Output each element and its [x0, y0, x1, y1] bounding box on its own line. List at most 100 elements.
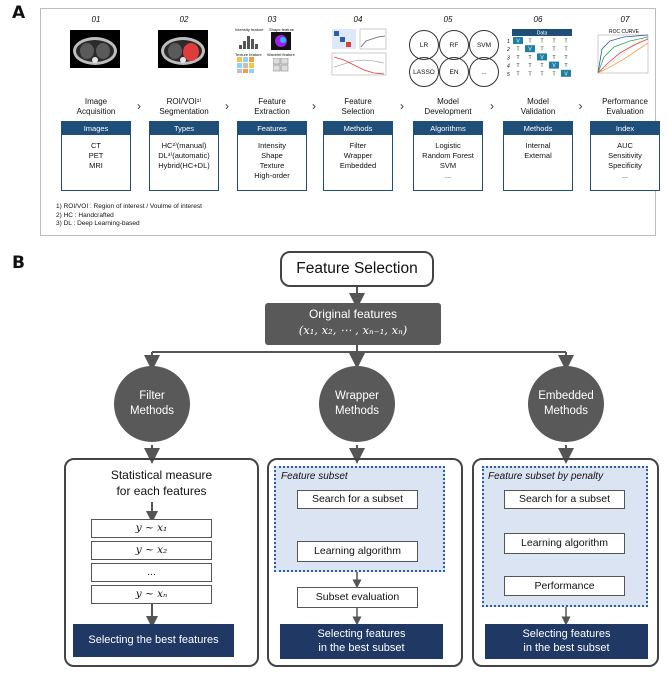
step-title-line: Feature: [258, 97, 286, 106]
validation-cell: [561, 61, 571, 69]
wrapper-methods-line1: Wrapper: [335, 390, 379, 402]
validation-cell: [513, 37, 523, 44]
validation-cell-text: T: [564, 47, 567, 53]
step-category-item: ...: [444, 171, 452, 180]
step-category-item: ...: [621, 171, 629, 180]
validation-row-label: 2: [506, 47, 510, 53]
validation-row-label: 4: [507, 64, 510, 70]
validation-cell: [537, 53, 547, 61]
panel-a-letter: A: [12, 3, 26, 23]
validation-cell-text: T: [540, 47, 543, 53]
step-number: 01: [91, 15, 101, 24]
wrapper-search-box: Search for a subset: [297, 490, 418, 509]
validation-cell: [513, 53, 523, 61]
validation-cell-text: V: [552, 63, 556, 69]
validation-cell: [549, 45, 559, 53]
step-category-header: Features: [238, 122, 306, 135]
footnote-2: 2) HC : Handcrafted: [56, 211, 114, 219]
texture-feature-label: Texture feature: [235, 52, 262, 57]
step-number: 02: [179, 15, 189, 24]
validation-cell-text: T: [564, 55, 567, 61]
step-title-line: Evaluation: [606, 107, 644, 116]
filter-heading: Statistical measure for each features: [64, 467, 259, 499]
validation-cell: [549, 53, 559, 61]
step-category-item: Shape: [261, 151, 283, 160]
wrapper-subset-label: Feature subset: [281, 471, 348, 482]
step-category-item: Specificity: [608, 161, 642, 170]
step-title-line: Model: [437, 97, 459, 106]
validation-cell-text: T: [540, 39, 543, 45]
filter-row: ...: [91, 563, 212, 582]
wrapper-result: Selecting features in the best subset: [280, 624, 443, 659]
validation-cell: [537, 37, 547, 44]
histogram-icon: [239, 36, 258, 49]
shape-feature-label: Shape feature: [269, 27, 295, 32]
filter-heading-line2: for each features: [116, 484, 207, 498]
validation-cell-text: T: [540, 71, 543, 77]
step-category-header: Images: [62, 122, 130, 135]
filter-row: y ~ x₂: [91, 541, 212, 560]
validation-cell-text: T: [516, 71, 519, 77]
step-title-line: Feature: [344, 97, 372, 106]
shape-3d-icon: [271, 32, 291, 50]
validation-cell-text: T: [516, 55, 519, 61]
step-title: ROI/VOI¹⁾Segmentation: [144, 97, 224, 117]
wavelet-icon: [273, 58, 289, 72]
step-title-line: Performance: [602, 97, 648, 106]
step-category-item: CT: [91, 141, 101, 150]
validation-cell: [525, 53, 535, 61]
validation-cell: [525, 61, 535, 69]
step-title-line: Extraction: [254, 107, 290, 116]
step-category-item: DL³⁾(automatic): [158, 151, 210, 160]
wrapper-result-line1: Selecting features: [317, 628, 406, 640]
validation-cell-text: T: [516, 63, 519, 69]
validation-cell: [513, 61, 523, 69]
chevron-right-icon: ›: [137, 99, 141, 113]
step-category-item: HC²⁾(manual): [161, 141, 207, 150]
algorithm-circle: ...: [469, 57, 499, 87]
embedded-search-box: Search for a subset: [504, 490, 625, 509]
embedded-performance-box: Performance: [504, 576, 625, 596]
step-category-item: Embedded: [339, 161, 377, 170]
feature-extraction-graphic: Intensity feature Shape feature Texture …: [235, 27, 295, 75]
step-category-item: Hybrid(HC+DL): [158, 161, 210, 170]
validation-cell-text: T: [564, 39, 567, 45]
step-category-items: HC²⁾(manual)DL³⁾(automatic)Hybrid(HC+DL): [150, 135, 218, 171]
validation-cell-text: T: [564, 63, 567, 69]
validation-cell: [561, 37, 571, 44]
embedded-learning-box: Learning algorithm: [504, 533, 625, 554]
validation-cell-text: T: [516, 47, 519, 53]
roc-title: ROC CURVE: [609, 29, 640, 35]
step-category-header: Methods: [504, 122, 572, 135]
ct-image: [70, 30, 120, 68]
filter-methods-line1: Filter: [139, 390, 165, 402]
validation-cell-text: T: [528, 55, 531, 61]
validation-cell-text: T: [552, 39, 555, 45]
chevron-right-icon: ›: [578, 99, 583, 113]
step-title-line: Development: [424, 107, 472, 116]
embedded-result-line1: Selecting features: [522, 628, 611, 640]
validation-cell: [549, 37, 559, 44]
step-number: 07: [620, 15, 630, 24]
wrapper-result-line2: in the best subset: [318, 642, 405, 654]
step-number: 05: [443, 15, 453, 24]
chevron-right-icon: ›: [225, 99, 229, 113]
footnote-1: 1) ROI/VOI : Region of interest / Voulme…: [56, 203, 202, 210]
validation-table-header: Data: [537, 31, 548, 37]
validation-cell: [561, 69, 571, 77]
validation-row-label: 5: [507, 72, 510, 78]
step-category-item: AUC: [617, 141, 633, 150]
validation-cell: [513, 45, 523, 53]
step-category-item: Texture: [259, 161, 285, 170]
step-category-item: MRI: [89, 161, 103, 170]
validation-cell: [537, 61, 547, 69]
step-title-line: Segmentation: [159, 107, 209, 116]
